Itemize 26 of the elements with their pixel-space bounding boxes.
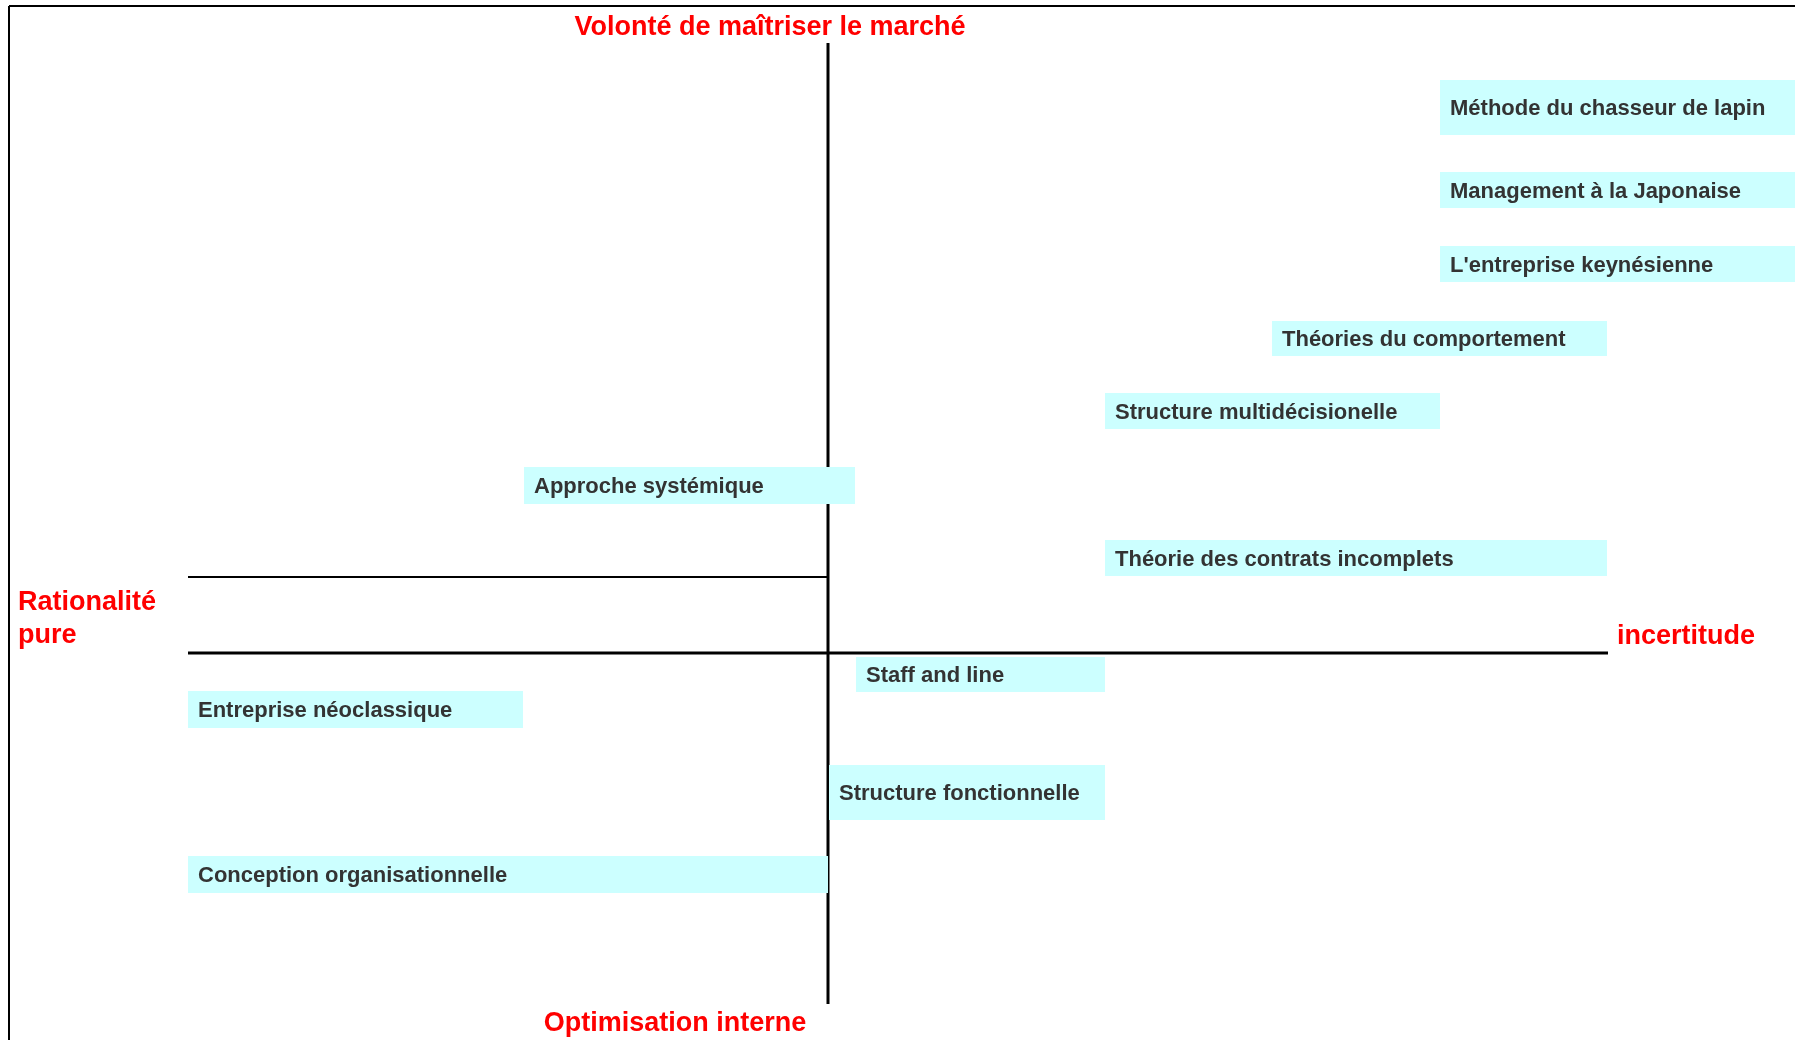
axis-label: Volonté de maîtriser le marché <box>573 10 967 43</box>
axis-label: incertitude <box>1617 619 1757 652</box>
concept-label: Structure multidécisionelle <box>1115 397 1398 425</box>
concept-box <box>1440 172 1795 208</box>
concept-box <box>1440 246 1795 282</box>
concept-box <box>524 467 855 504</box>
concept-label: Management à la Japonaise <box>1450 176 1741 204</box>
concept-label: Approche systémique <box>534 472 764 499</box>
concept-box <box>1272 321 1607 356</box>
concept-label: Conception organisationnelle <box>198 861 508 888</box>
concept-label: L'entreprise keynésienne <box>1450 250 1714 278</box>
concept-box <box>188 856 828 893</box>
axis-label: Rationalité pure <box>18 585 158 651</box>
concept-box <box>829 765 1105 820</box>
concept-label: Théorie des contrats incomplets <box>1115 544 1454 572</box>
axis-label: Optimisation interne <box>542 1006 808 1039</box>
concept-label: Staff and line <box>866 661 1005 688</box>
concept-label: Entreprise néoclassique <box>198 696 453 723</box>
concept-label: Méthode du chasseur de lapin <box>1450 94 1766 121</box>
concept-label: Structure fonctionnelle <box>839 779 1080 806</box>
concept-box <box>1105 393 1440 429</box>
concept-label: Théories du comportement <box>1282 325 1566 352</box>
concept-box <box>1440 80 1795 135</box>
concept-box <box>1105 540 1607 576</box>
concept-box <box>856 657 1105 692</box>
concept-box <box>188 691 523 728</box>
